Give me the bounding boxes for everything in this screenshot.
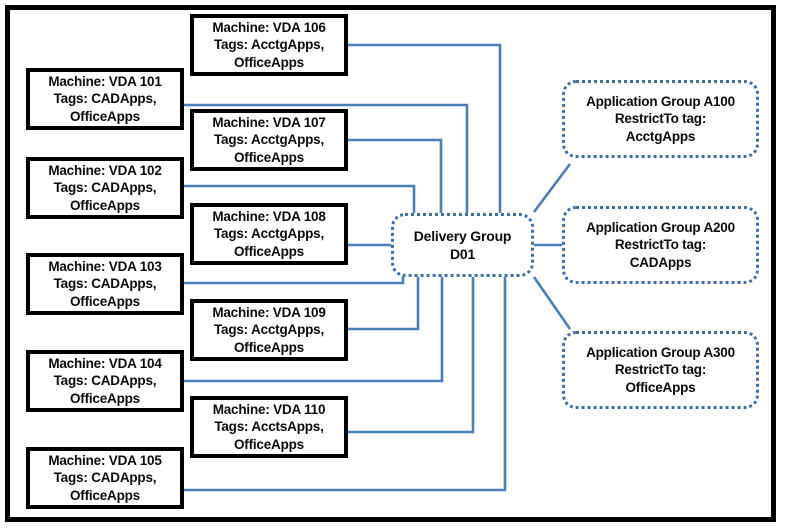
machine-tags-line-1: Tags: CADApps,	[53, 91, 157, 107]
machine-box-vda-106[interactable]: Machine: VDA 106 Tags: AcctgApps, Office…	[190, 14, 348, 76]
machine-tags-line-2: OfficeApps	[233, 54, 304, 70]
machine-tags-line-2: OfficeApps	[233, 243, 304, 259]
machine-tags-line-1: Tags: CADApps,	[53, 180, 157, 196]
machine-tags-line-2: OfficeApps	[233, 436, 304, 452]
machine-name: Machine: VDA 103	[48, 259, 162, 275]
link-delivery-group-to-app-group-a300	[532, 276, 572, 330]
link-vda104-to-delivery-group	[184, 276, 444, 383]
link-vda103-to-delivery-group	[184, 276, 405, 285]
machine-name: Machine: VDA 110	[212, 402, 326, 418]
machine-box-vda-109[interactable]: Machine: VDA 109 Tags: AcctgApps, Office…	[190, 299, 348, 361]
machine-tags-line-1: Tags: AcctgApps,	[213, 37, 325, 53]
machine-tags-line-2: OfficeApps	[233, 149, 304, 165]
link-vda107-to-delivery-group	[348, 138, 443, 215]
link-vda106-to-delivery-group	[348, 43, 502, 215]
application-group-a200[interactable]: Application Group A200 RestrictTo tag: C…	[562, 206, 759, 284]
machine-tags-line-1: Tags: AcctsApps,	[214, 419, 324, 435]
application-group-tag: OfficeApps	[625, 379, 696, 395]
machine-box-vda-108[interactable]: Machine: VDA 108 Tags: AcctgApps, Office…	[190, 203, 348, 265]
machine-tags-line-1: Tags: CADApps,	[53, 470, 157, 486]
machine-tags-line-2: OfficeApps	[233, 339, 304, 355]
machine-tags-line-1: Tags: AcctgApps,	[213, 132, 325, 148]
application-group-tag: CADApps	[629, 254, 692, 270]
machine-box-vda-103[interactable]: Machine: VDA 103 Tags: CADApps, OfficeAp…	[26, 253, 184, 315]
machine-tags-line-2: OfficeApps	[69, 293, 140, 309]
link-vda101-to-delivery-group	[184, 103, 469, 215]
machine-box-vda-110[interactable]: Machine: VDA 110 Tags: AcctsApps, Office…	[190, 396, 348, 458]
machine-name: Machine: VDA 107	[212, 115, 326, 131]
machine-name: Machine: VDA 104	[48, 356, 162, 372]
machine-name: Machine: VDA 101	[48, 74, 162, 90]
machine-box-vda-101[interactable]: Machine: VDA 101 Tags: CADApps, OfficeAp…	[26, 68, 184, 130]
application-group-restrict-label: RestrictTo tag:	[614, 362, 707, 378]
machine-box-vda-104[interactable]: Machine: VDA 104 Tags: CADApps, OfficeAp…	[26, 350, 184, 412]
link-delivery-group-to-app-group-a100	[532, 163, 572, 213]
machine-tags-line-1: Tags: AcctgApps,	[213, 226, 325, 242]
machine-tags-line-1: Tags: CADApps,	[53, 276, 157, 292]
diagram-outer-frame	[5, 5, 776, 522]
machine-name: Machine: VDA 105	[48, 453, 162, 469]
application-group-restrict-label: RestrictTo tag:	[614, 111, 707, 127]
machine-name: Machine: VDA 102	[48, 163, 162, 179]
application-group-a300[interactable]: Application Group A300 RestrictTo tag: O…	[562, 331, 759, 409]
application-group-a100[interactable]: Application Group A100 RestrictTo tag: A…	[562, 80, 759, 158]
delivery-group-d01[interactable]: Delivery Group D01	[391, 213, 534, 277]
application-group-name: Application Group A200	[586, 219, 735, 235]
machine-box-vda-102[interactable]: Machine: VDA 102 Tags: CADApps, OfficeAp…	[26, 157, 184, 219]
application-group-restrict-label: RestrictTo tag:	[614, 237, 707, 253]
delivery-group-title: Delivery Group	[413, 227, 512, 244]
machine-box-vda-107[interactable]: Machine: VDA 107 Tags: AcctgApps, Office…	[190, 109, 348, 171]
machine-tags-line-1: Tags: AcctgApps,	[213, 322, 325, 338]
link-vda105-to-delivery-group	[184, 276, 507, 492]
machine-tags-line-2: OfficeApps	[69, 197, 140, 213]
machine-tags-line-1: Tags: CADApps,	[53, 373, 157, 389]
machine-name: Machine: VDA 109	[212, 305, 326, 321]
machine-box-vda-105[interactable]: Machine: VDA 105 Tags: CADApps, OfficeAp…	[26, 447, 184, 509]
application-group-tag: AcctgApps	[625, 128, 696, 144]
machine-name: Machine: VDA 108	[212, 209, 326, 225]
link-vda110-to-delivery-group	[348, 276, 475, 434]
application-group-name: Application Group A100	[586, 93, 735, 109]
link-vda102-to-delivery-group	[184, 184, 416, 215]
machine-tags-line-2: OfficeApps	[69, 108, 140, 124]
machine-tags-line-2: OfficeApps	[69, 487, 140, 503]
machine-tags-line-2: OfficeApps	[69, 390, 140, 406]
delivery-group-id: D01	[449, 246, 476, 262]
application-group-name: Application Group A300	[586, 344, 735, 360]
link-vda109-to-delivery-group	[348, 276, 420, 331]
machine-name: Machine: VDA 106	[212, 20, 326, 36]
